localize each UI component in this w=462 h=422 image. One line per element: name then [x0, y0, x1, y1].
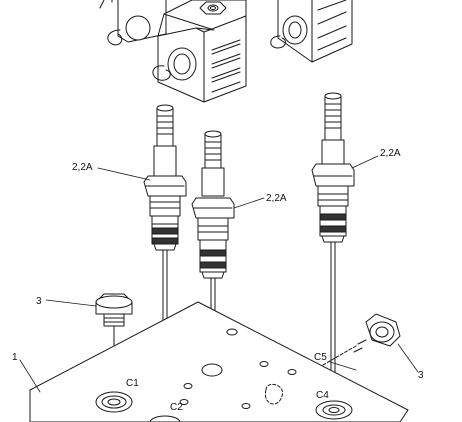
solenoid-coil-right [270, 0, 353, 63]
cartridge-valve-middle [191, 130, 235, 422]
port-label-c1: C1 [126, 378, 139, 389]
port-label-c2: C2 [170, 402, 183, 413]
callout-plug-left: 3 [36, 296, 42, 307]
solenoid-coil-left-rear [99, 0, 167, 46]
cartridge-valve-left [143, 104, 187, 422]
callout-cartridge-middle: 2,2A [266, 193, 287, 204]
callout-plug-right: 3 [418, 370, 424, 381]
callout-cartridge-right: 2,2A [380, 148, 401, 159]
manifold-block [29, 301, 409, 422]
leader-lines [19, 155, 419, 393]
port-label-c5: C5 [314, 352, 327, 363]
solenoid-coil-left-front [152, 0, 247, 103]
port-label-c4: C4 [316, 390, 329, 401]
callout-cartridge-left: 2,2A [72, 162, 93, 173]
plug-right [289, 313, 401, 385]
callout-manifold-block: 1 [12, 352, 18, 363]
